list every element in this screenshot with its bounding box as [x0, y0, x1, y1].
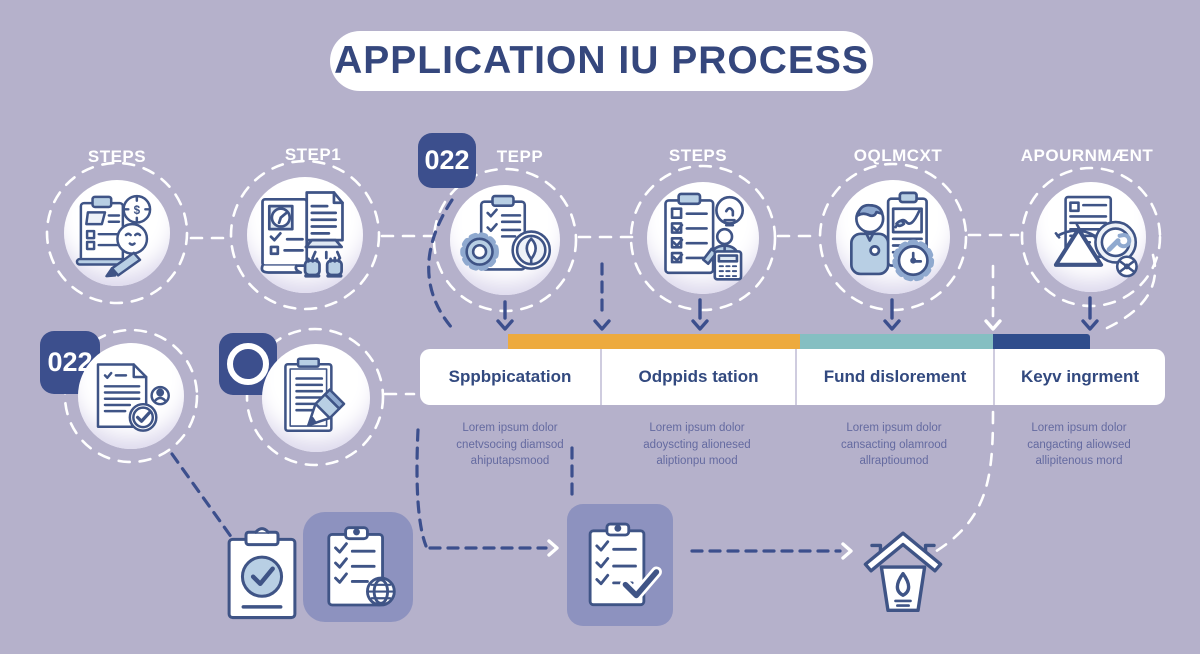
desc-line: allraptioumod: [859, 455, 929, 468]
desc-line: Lorem ipsum dolor: [1031, 422, 1127, 434]
bar-segment-teal: [800, 334, 993, 350]
process-title-4: Keyv ingrment: [1020, 367, 1140, 386]
title-banner: APPLICATION IU PROCESS: [330, 31, 873, 91]
step-label-1: STEPS: [87, 147, 147, 166]
process-cell-4: Keyv ingrment: [993, 349, 1165, 405]
process-title-2: Odppids tation: [638, 367, 759, 386]
step-label-6: APOURNMÆNT: [1020, 146, 1154, 165]
circle-icon: [227, 343, 269, 385]
process-title-3: Fund dislorement: [823, 367, 967, 386]
clipboard-gear-leaf-icon: [459, 194, 551, 271]
checklist-globe-tile: [303, 512, 413, 622]
desc-line: cangacting aliowsed: [1027, 438, 1131, 451]
step-circle-1: $: [64, 180, 170, 286]
page-title: APPLICATION IU PROCESS: [334, 39, 869, 82]
step-circle-3: [450, 185, 560, 295]
checklist-done-tile: [567, 504, 673, 626]
step-circle-4: [647, 182, 759, 294]
process-cell-3: Fund dislorement: [795, 349, 993, 405]
document-gauge-hands-icon: [260, 191, 344, 278]
desc-line: cansacting olamrood: [840, 438, 948, 451]
desc-line: adoyscting alionesed: [643, 438, 751, 451]
desc-line: Lorem ipsum dolor: [846, 422, 942, 434]
process-cell-2: Odppids tation: [600, 349, 795, 405]
desc-line: allipitenous mord: [1035, 455, 1123, 468]
desc-line: cnetvsocing diamsod: [456, 438, 564, 451]
desc-line: Lorem ipsum dolor: [649, 422, 745, 434]
checklist-globe-icon: [327, 526, 396, 607]
analyst-chart-clock-icon: [849, 191, 934, 282]
process-title-1: Sppbpicatation: [448, 367, 572, 386]
process-desc-3: Lorem ipsum dolor cansacting olamrood al…: [804, 420, 984, 470]
step-label-5: OQLMCXT: [853, 146, 943, 165]
step-label-3: TEPP: [496, 147, 544, 166]
process-desc-4: Lorem ipsum dolor cangacting aliowsed al…: [989, 420, 1169, 470]
svg-text:$: $: [134, 204, 141, 217]
bar-segment-navy: [993, 334, 1090, 350]
desc-line: aliptionpu mood: [656, 455, 738, 468]
desc-line: ahiputapsmood: [470, 455, 550, 468]
step-number-badge: 022: [418, 133, 476, 188]
step-circle-6: [1036, 182, 1146, 292]
process-bar: Sppbpicatation Odppids tation Fund dislo…: [420, 349, 1165, 405]
step-circle-5: [836, 180, 950, 294]
clipboard-check-icon: [222, 523, 302, 625]
checklist-bulb-calculator-icon: [663, 192, 744, 281]
clipboard-person-clock-icon: $: [76, 195, 152, 278]
bar-segment-orange: [508, 334, 800, 350]
process-cell-1: Sppbpicatation: [420, 349, 600, 405]
step-label-2: STEP1: [284, 145, 342, 164]
document-verify-icon: [97, 363, 171, 433]
process-desc-1: Lorem ipsum dolor cnetvsocing diamsod ah…: [420, 420, 600, 470]
clipboard-pencil-icon: [284, 357, 346, 433]
checklist-done-icon: [589, 522, 663, 606]
side-circle-2: [262, 344, 370, 452]
process-desc-2: Lorem ipsum dolor adoyscting alionesed a…: [607, 420, 787, 470]
desc-line: Lorem ipsum dolor: [462, 422, 558, 434]
step-circle-2: [247, 177, 363, 293]
step-label-4: STEPS: [668, 146, 728, 165]
house-droplet-icon: [856, 526, 950, 626]
side-circle-1: [78, 343, 184, 449]
document-hazard-wrench-icon: [1053, 195, 1138, 278]
